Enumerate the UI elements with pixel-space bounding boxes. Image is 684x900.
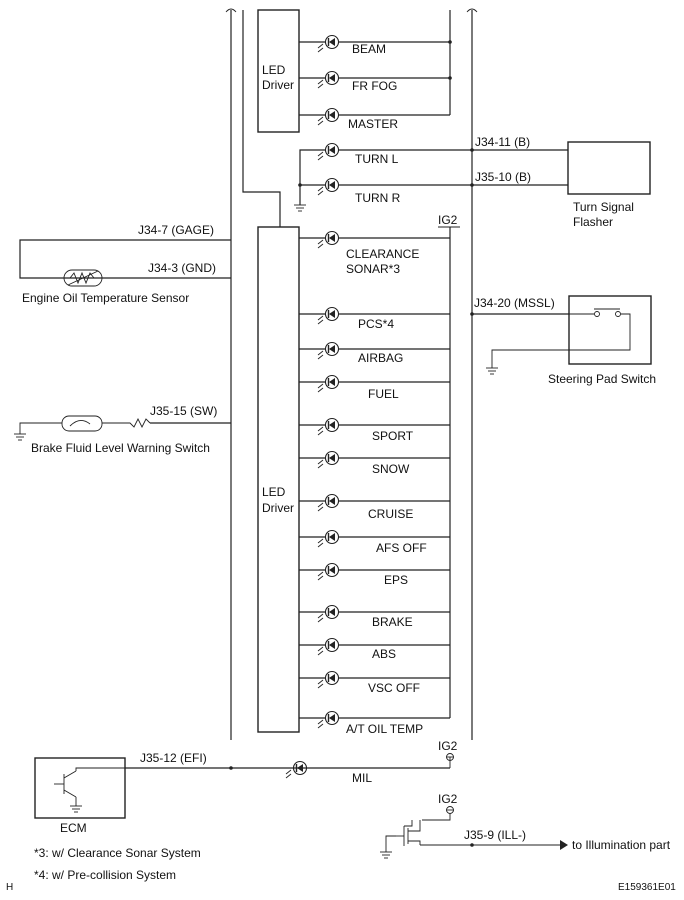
indicator-airbag: AIRBAG <box>358 351 403 365</box>
led-icon <box>317 529 340 548</box>
thermistor-icon <box>63 269 103 287</box>
illumination-label: to Illumination part <box>572 838 671 852</box>
led-icon <box>317 417 340 436</box>
indicator-mil: MIL <box>352 771 372 785</box>
led-driver-main <box>257 226 300 733</box>
led-icon <box>317 493 340 512</box>
arrow-icon <box>560 840 568 850</box>
indicator-vsc-off: VSC OFF <box>368 681 420 695</box>
indicator-eps: EPS <box>384 573 408 587</box>
ground-symbol-ill <box>380 851 392 859</box>
figure-id: E159361E01 <box>618 882 676 893</box>
connector-j35-9: J35-9 (ILL-) <box>464 828 526 842</box>
led-driver-upper-label-1: LED <box>262 63 286 77</box>
led-icon <box>317 637 340 656</box>
led-icon <box>317 177 340 196</box>
indicator-afs-off: AFS OFF <box>376 541 427 555</box>
indicator-clearance-sonar: CLEARANCE <box>346 247 419 261</box>
led-icon <box>317 604 340 623</box>
mosfet-icon <box>385 820 560 852</box>
led-icon <box>317 562 340 581</box>
indicator-turn-l: TURN L <box>355 152 399 166</box>
led-icon <box>317 70 340 89</box>
indicator-brake: BRAKE <box>372 615 413 629</box>
turn-signal-flasher-label-2: Flasher <box>573 215 613 229</box>
ground-symbol-steering <box>486 367 498 375</box>
led-icon <box>317 341 340 360</box>
indicator-cruise: CRUISE <box>368 507 413 521</box>
ig2-label-top: IG2 <box>438 213 458 227</box>
ground-symbol-brake <box>14 433 26 441</box>
indicator-lines <box>299 237 450 719</box>
connector-j35-12: J35-12 (EFI) <box>140 751 207 765</box>
led-icon <box>285 760 308 779</box>
brake-fluid-switch-label: Brake Fluid Level Warning Switch <box>31 441 210 455</box>
led-driver-upper <box>257 9 300 133</box>
ig2-label-ill: IG2 <box>438 792 458 806</box>
indicator-sport: SPORT <box>372 429 414 443</box>
connector-j34-20: J34-20 (MSSL) <box>474 296 555 310</box>
connector-j34-7: J34-7 (GAGE) <box>138 223 214 237</box>
transistor-icon <box>54 767 125 813</box>
led-icon <box>317 450 340 469</box>
indicator-abs: ABS <box>372 647 396 661</box>
indicator-turn-r: TURN R <box>355 191 401 205</box>
steering-pad-switch-label: Steering Pad Switch <box>548 372 656 386</box>
led-icon <box>317 306 340 325</box>
engine-oil-temp-sensor-label: Engine Oil Temperature Sensor <box>22 291 189 305</box>
ground-symbol-turn <box>294 204 306 212</box>
indicator-fuel: FUEL <box>368 387 399 401</box>
corner-mark: H <box>6 882 13 893</box>
connector-j34-11: J34-11 (B) <box>475 135 530 149</box>
indicator-clearance-sonar-2: SONAR*3 <box>346 262 400 276</box>
led-driver-upper-label-2: Driver <box>262 78 294 92</box>
footnote-clearance-sonar: *3: w/ Clearance Sonar System <box>34 846 201 860</box>
led-icon <box>317 710 340 729</box>
steering-pad-switch-box <box>568 295 652 365</box>
led-icon <box>317 230 340 249</box>
indicator-pcs: PCS*4 <box>358 317 394 331</box>
led-icon <box>317 374 340 393</box>
turn-signal-flasher-label-1: Turn Signal <box>573 200 634 214</box>
indicator-fr-fog: FR FOG <box>352 79 397 93</box>
connector-j35-10: J35-10 (B) <box>475 170 531 184</box>
led-icon <box>317 142 340 161</box>
turn-signal-flasher-box <box>567 141 651 195</box>
indicator-beam: BEAM <box>352 42 386 56</box>
steering-pad-switch-icon <box>491 308 631 368</box>
connector-j35-15: J35-15 (SW) <box>150 404 217 418</box>
led-driver-main-label-1: LED <box>262 485 286 499</box>
led-icon <box>317 34 340 53</box>
indicator-at-oil-temp: A/T OIL TEMP <box>346 722 423 736</box>
led-driver-main-label-2: Driver <box>262 501 294 515</box>
ig2-label-mil: IG2 <box>438 739 458 753</box>
indicator-master: MASTER <box>348 117 398 131</box>
footnote-pcs: *4: w/ Pre-collision System <box>34 868 176 882</box>
indicator-snow: SNOW <box>372 462 410 476</box>
ecm-label: ECM <box>60 821 87 835</box>
led-icon <box>317 107 340 126</box>
led-icon <box>317 670 340 689</box>
connector-j34-3: J34-3 (GND) <box>148 261 216 275</box>
float-switch-icon <box>61 415 103 432</box>
led-symbols <box>285 34 340 779</box>
